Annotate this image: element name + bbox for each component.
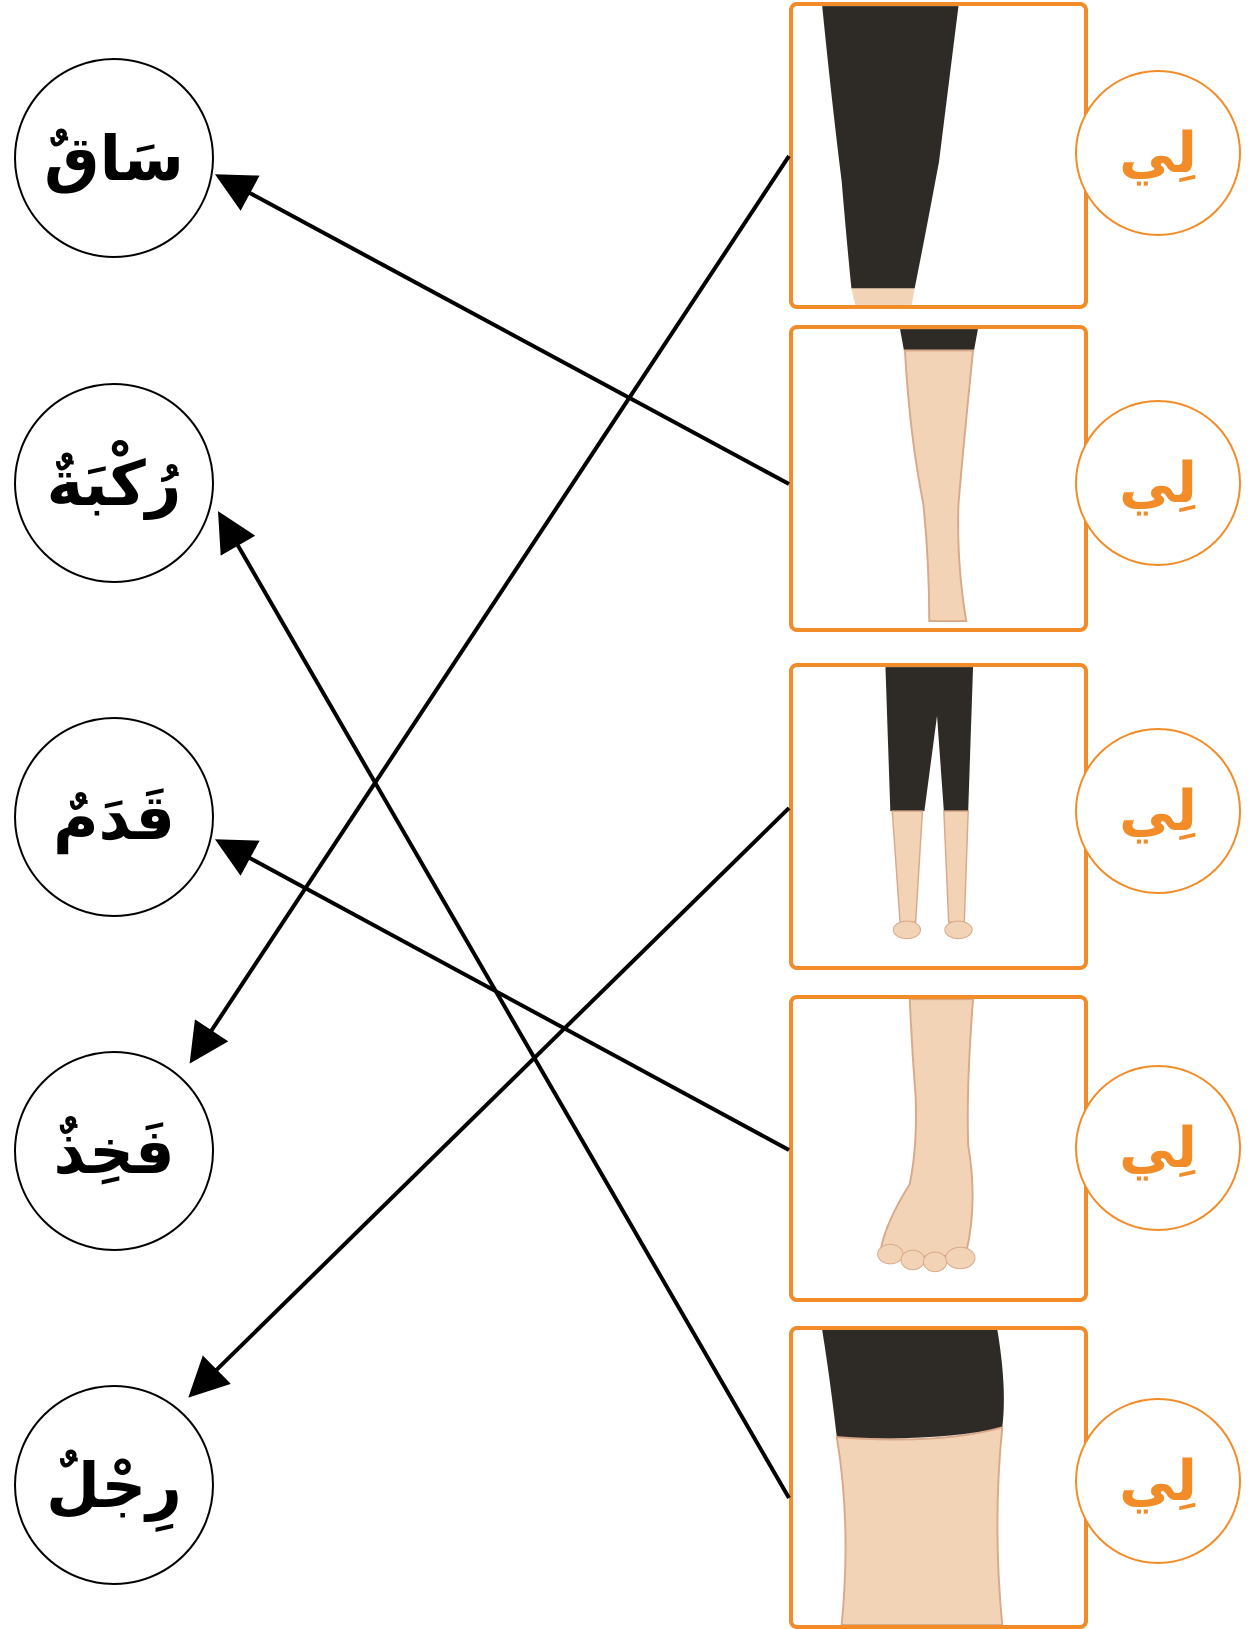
li-circle: لِي (1075, 70, 1241, 236)
li-label: لِي (1119, 1115, 1197, 1181)
word-label: رِجْلٌ (46, 1448, 182, 1522)
arrow-foot-to-qadam (214, 839, 790, 1152)
li-circle: لِي (1075, 400, 1241, 566)
li-circle: لِي (1075, 1065, 1241, 1231)
knee-illustration (822, 1330, 1004, 1625)
thigh-illustration (822, 6, 959, 305)
word-circle-rukba[interactable]: رُكْبَةٌ (14, 383, 214, 583)
arrow-legs-to-rijl (188, 806, 791, 1398)
li-circle: لِي (1075, 728, 1241, 894)
word-circle-saq[interactable]: سَاقٌ (14, 58, 214, 258)
word-label: فَخِذٌ (53, 1114, 175, 1188)
li-label: لِي (1119, 1448, 1197, 1514)
legs-illustration (885, 667, 974, 940)
li-label: لِي (1119, 778, 1197, 844)
arrow-shin-to-saq (214, 174, 790, 486)
arrow-thigh-to-fakhidh (189, 154, 791, 1064)
picture-foot[interactable] (789, 995, 1088, 1302)
word-label: قَدَمٌ (53, 780, 175, 854)
picture-thigh[interactable] (789, 2, 1088, 309)
word-circle-fakhidh[interactable]: فَخِذٌ (14, 1051, 214, 1251)
word-circle-rijl[interactable]: رِجْلٌ (14, 1385, 214, 1585)
word-circle-qadam[interactable]: قَدَمٌ (14, 717, 214, 917)
li-label: لِي (1119, 120, 1197, 186)
word-label: سَاقٌ (44, 121, 184, 195)
picture-knee[interactable] (789, 1326, 1088, 1629)
li-label: لِي (1119, 450, 1197, 516)
word-label: رُكْبَةٌ (46, 446, 182, 520)
shin-illustration (900, 329, 978, 623)
picture-shin[interactable] (789, 325, 1088, 632)
picture-legs[interactable] (789, 663, 1088, 970)
foot-illustration (877, 999, 976, 1273)
li-circle: لِي (1075, 1398, 1241, 1564)
arrow-knee-to-rukba (217, 511, 791, 1500)
